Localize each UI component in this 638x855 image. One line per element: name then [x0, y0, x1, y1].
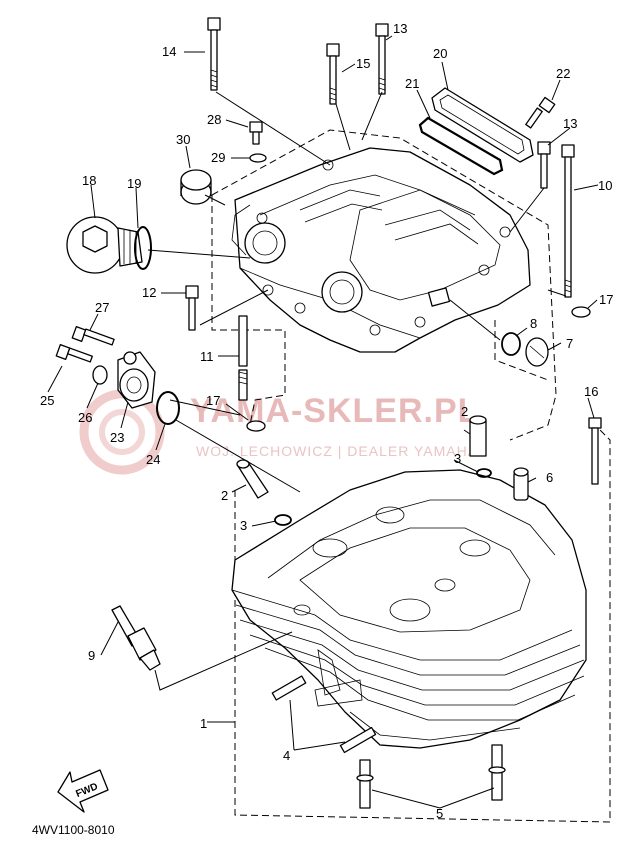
clip-3-left	[274, 514, 292, 526]
callout-21: 21	[405, 76, 419, 91]
tappet-cover-20	[431, 87, 534, 163]
callout-4: 4	[283, 748, 290, 763]
callout-22: 22	[556, 66, 570, 81]
callout-8: 8	[530, 316, 537, 331]
callout-13-top: 13	[393, 21, 407, 36]
watermark-logo-inner	[99, 409, 145, 455]
callout-12: 12	[142, 285, 156, 300]
callout-30: 30	[176, 132, 190, 147]
callout-17-left: 17	[206, 393, 220, 408]
guide-2-right	[469, 415, 487, 457]
cylinder-head-cover	[231, 147, 531, 353]
diagram-code: 4WV1100-8010	[32, 823, 115, 837]
stud-5-right	[488, 744, 506, 801]
callout-27: 27	[95, 300, 109, 315]
callout-18: 18	[82, 173, 96, 188]
o-ring-21	[418, 116, 504, 176]
callout-19: 19	[127, 176, 141, 191]
stud-5-left	[356, 759, 374, 809]
callout-9: 9	[88, 648, 95, 663]
forward-arrow: FWD	[57, 769, 109, 813]
callout-17-right: 17	[599, 292, 613, 307]
callout-29: 29	[211, 150, 225, 165]
washer-26	[92, 365, 108, 385]
callout-16: 16	[584, 384, 598, 399]
cylinder-head	[231, 469, 587, 749]
callout-28: 28	[207, 112, 221, 127]
callouts: 1 2 2 3 3 4 5 6 7 8 9 10 11 12 13 13 14 …	[40, 21, 613, 821]
bolt-22	[525, 96, 556, 129]
bolt-10	[561, 144, 575, 298]
plug-18	[66, 216, 143, 274]
callout-24: 24	[146, 452, 160, 467]
callout-25: 25	[40, 393, 54, 408]
washer-29	[249, 153, 267, 163]
stud-4-right	[339, 726, 377, 754]
watermark: YAMA-SKLER.PL WOJ. LECHOWICZ | DEALER YA…	[79, 389, 479, 475]
assembly-frames	[211, 129, 611, 823]
bolt-25	[55, 344, 93, 363]
bolt-13-right	[537, 141, 551, 189]
o-ring-24	[156, 391, 180, 425]
callout-1: 1	[200, 716, 207, 731]
cylinder-head-frame	[234, 424, 611, 823]
tensioner-23	[117, 351, 156, 409]
callout-7: 7	[566, 336, 573, 351]
callout-3-left: 3	[240, 518, 247, 533]
washer-17-left	[246, 420, 266, 432]
callout-10: 10	[598, 178, 612, 193]
cap-30	[180, 169, 212, 205]
callout-3-right: 3	[454, 451, 461, 466]
callout-15: 15	[356, 56, 370, 71]
guide-2-left	[236, 459, 269, 499]
watermark-brand: YAMA-SKLER.PL	[190, 392, 479, 430]
cover-frame-right	[494, 320, 549, 381]
washer-17-right	[571, 306, 591, 318]
bolt-15	[326, 43, 340, 105]
callout-13-right: 13	[563, 116, 577, 131]
callout-23: 23	[110, 430, 124, 445]
plug-7	[525, 337, 549, 367]
stud-11	[238, 315, 248, 401]
watermark-dealer: WOJ. LECHOWICZ | DEALER YAMAHA	[196, 443, 478, 459]
leader-lines	[47, 35, 599, 809]
clip-3-right	[476, 468, 492, 478]
bolt-14	[207, 17, 221, 91]
o-ring-8	[501, 332, 521, 356]
bolt-12	[185, 285, 199, 331]
stud-4-left	[271, 675, 307, 701]
bolt-27	[71, 326, 115, 346]
callout-26: 26	[78, 410, 92, 425]
callout-2-right: 2	[461, 404, 468, 419]
cover-frame-left	[211, 195, 286, 426]
callout-14: 14	[162, 44, 176, 59]
spark-plug-9	[111, 605, 161, 671]
bolt-28	[249, 121, 263, 145]
callout-5: 5	[436, 806, 443, 821]
part-6	[513, 467, 529, 501]
callout-6: 6	[546, 470, 553, 485]
bolt-13-top	[375, 23, 389, 95]
callout-11: 11	[200, 349, 214, 364]
cover-frame	[211, 129, 557, 441]
stud-16	[588, 417, 602, 485]
o-ring-19	[134, 226, 152, 270]
callout-2-left: 2	[221, 488, 228, 503]
callout-20: 20	[433, 46, 447, 61]
